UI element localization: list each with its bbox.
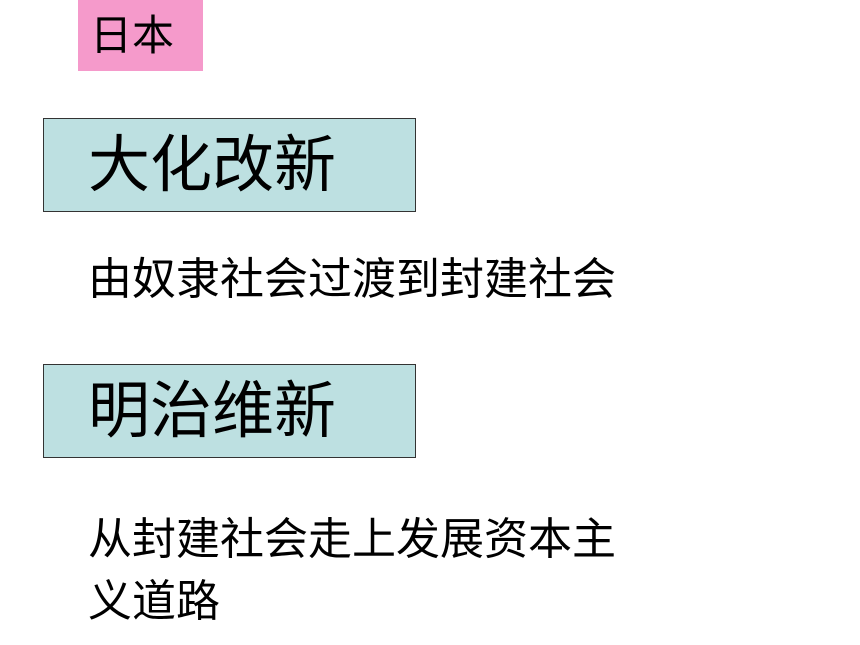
reform-heading-meiji: 明治维新 — [43, 364, 416, 458]
reform-description-taika: 由奴隶社会过渡到封建社会 — [88, 254, 616, 305]
reform-description-meiji-line-2: 义道路 — [88, 576, 220, 627]
reform-description-meiji-line-1: 从封建社会走上发展资本主 — [88, 514, 616, 565]
reform-heading-taika: 大化改新 — [43, 118, 416, 212]
country-tag: 日本 — [78, 0, 203, 71]
